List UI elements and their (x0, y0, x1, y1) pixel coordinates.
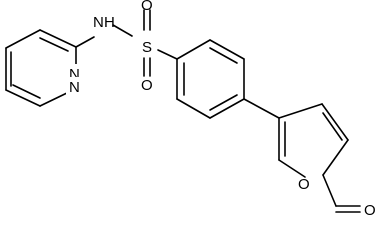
molecule-diagram: N N N H S O O O O (5, 0, 376, 218)
n-s-bond (112, 24, 133, 37)
sulfur-label: S (142, 39, 152, 56)
amide-h-label: H (104, 14, 115, 31)
pyrimidine-n3-label: N (69, 79, 80, 96)
amide-n-label: N (93, 14, 104, 31)
oxygen-top-label: O (141, 0, 153, 14)
benzene-ring (176, 39, 245, 119)
oxygen-bottom-label: O (141, 77, 153, 94)
furan-ring (278, 103, 349, 178)
pyrimidine-n1-label: N (69, 66, 80, 83)
c-n-bond (75, 36, 95, 48)
pyrimidine-ring (5, 29, 77, 107)
furan-o-label: O (298, 176, 310, 193)
s-c-bond (157, 49, 178, 60)
aryl-furan-bond (243, 98, 280, 119)
aldehyde-o-label: O (364, 202, 376, 218)
